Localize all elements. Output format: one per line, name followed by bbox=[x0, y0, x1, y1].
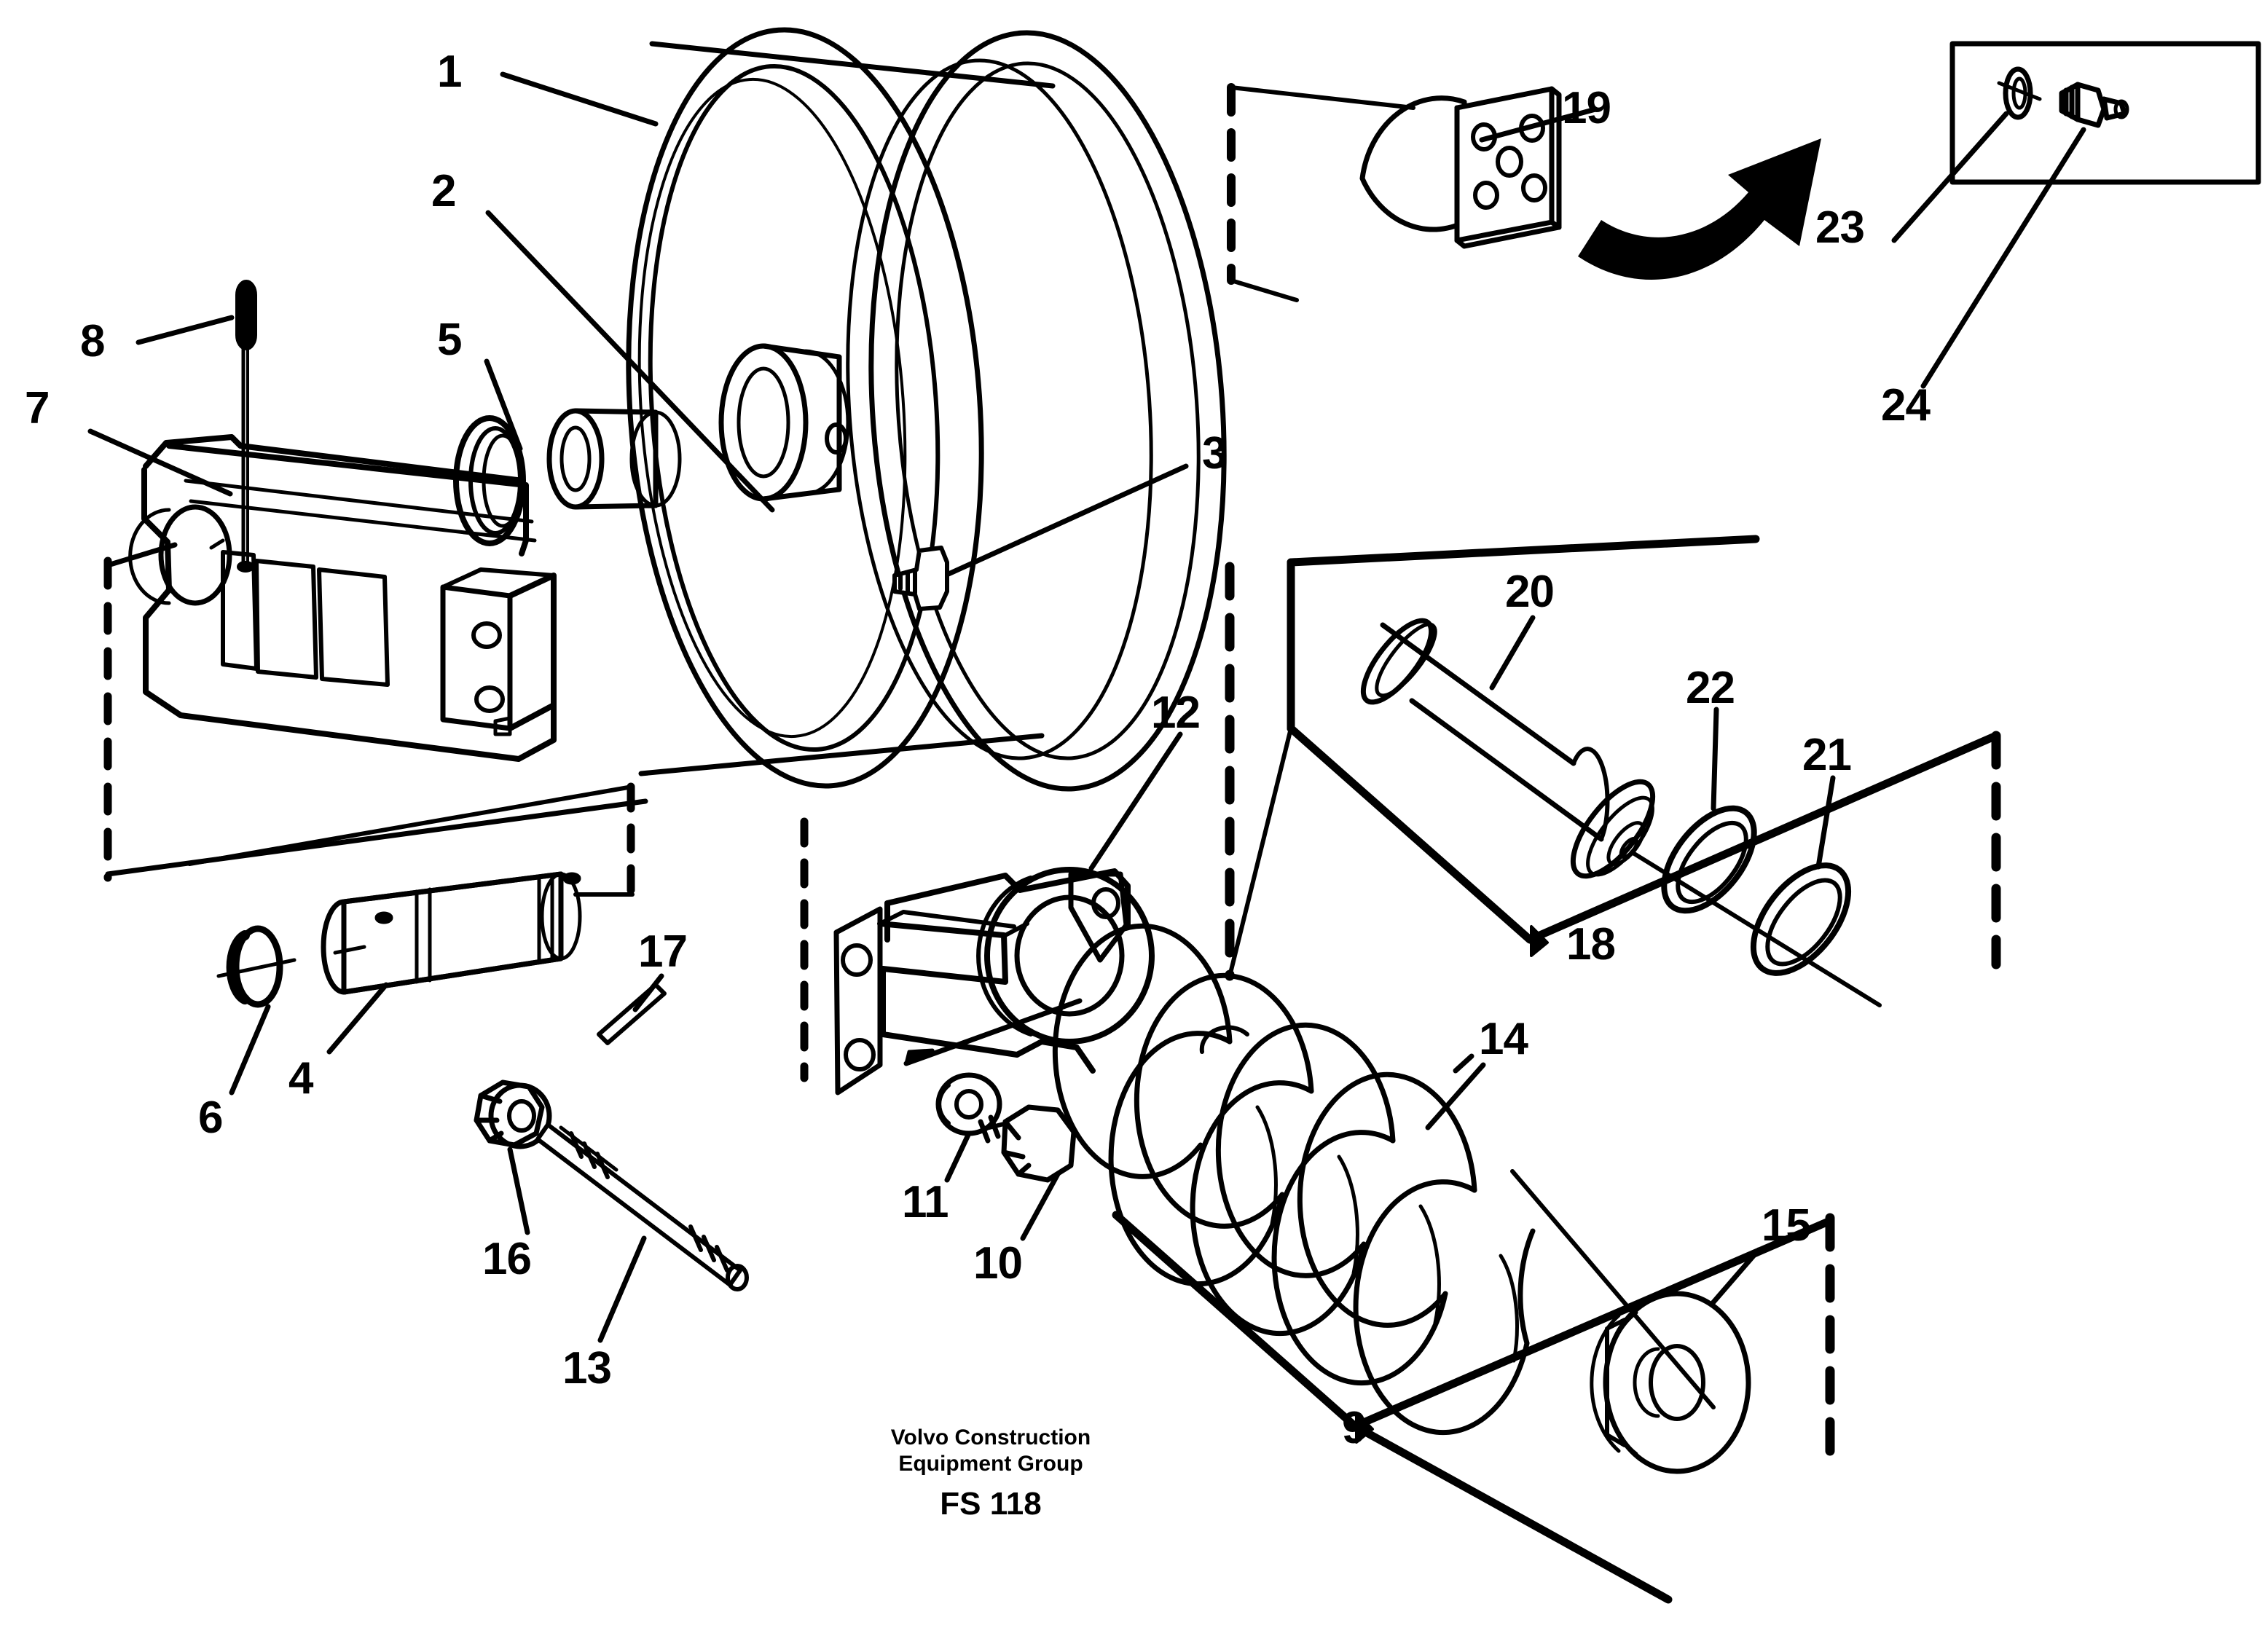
callout-20: 20 bbox=[1505, 567, 1555, 617]
callout-1: 1 bbox=[437, 47, 462, 97]
bearing-sleeve bbox=[546, 408, 682, 510]
track-guide-bracket bbox=[128, 434, 557, 762]
group-box-cyl-mount-solid bbox=[1229, 85, 1415, 302]
callout-19: 19 bbox=[1562, 83, 1611, 133]
o-ring-outer bbox=[1750, 862, 1852, 976]
idler-wheel-front-dish bbox=[637, 63, 940, 752]
group-box-shaft-solid bbox=[187, 784, 635, 897]
callout-13: 13 bbox=[562, 1343, 612, 1393]
grease-nipple-washer bbox=[1997, 66, 2042, 120]
recoil-spring bbox=[1052, 923, 1536, 1436]
callout-5: 5 bbox=[437, 315, 462, 365]
o-ring-inner bbox=[1661, 805, 1757, 914]
roll-pin bbox=[597, 983, 667, 1045]
callout-6: 6 bbox=[198, 1093, 223, 1143]
callout-11: 11 bbox=[902, 1177, 949, 1227]
hex-bolt bbox=[978, 1104, 1077, 1183]
cotter-pin bbox=[235, 280, 257, 573]
yoke-bracket bbox=[833, 867, 1155, 1096]
callout-4: 4 bbox=[288, 1053, 313, 1104]
callout-22: 22 bbox=[1686, 663, 1735, 713]
leader-lines bbox=[87, 71, 2086, 1343]
callout-7: 7 bbox=[25, 383, 50, 433]
callout-15: 15 bbox=[1762, 1200, 1811, 1251]
spring-axis-line bbox=[1510, 1169, 1716, 1409]
retaining-ring bbox=[216, 925, 297, 1008]
tension-cylinder bbox=[1360, 618, 1656, 879]
callout-23: 23 bbox=[1815, 202, 1865, 253]
footer-company-line1: Volvo Construction bbox=[890, 1425, 1091, 1450]
footer-company-line2: Equipment Group bbox=[898, 1452, 1083, 1476]
callout-17: 17 bbox=[638, 927, 688, 977]
idler-shaft bbox=[321, 871, 582, 995]
callout-14: 14 bbox=[1479, 1014, 1528, 1064]
callout-12: 12 bbox=[1151, 688, 1201, 738]
bolt-axis-line bbox=[903, 998, 1083, 1066]
hex-nut bbox=[474, 1079, 552, 1149]
group-box-cyl-dashed bbox=[1225, 562, 2001, 981]
callout-9: 9 bbox=[1342, 1403, 1367, 1453]
hub-grease-hole bbox=[825, 422, 848, 455]
callout-16: 16 bbox=[482, 1234, 532, 1284]
group18-notch bbox=[1530, 925, 1549, 957]
callout-24: 24 bbox=[1881, 380, 1931, 430]
transfer-arrow bbox=[1578, 138, 1821, 280]
callout-21: 21 bbox=[1802, 730, 1852, 780]
callout-10: 10 bbox=[973, 1238, 1023, 1289]
callout-2: 2 bbox=[431, 166, 456, 216]
adjuster-rod bbox=[535, 1122, 749, 1291]
callout-8: 8 bbox=[80, 316, 105, 366]
spring-seat-cap bbox=[1590, 1291, 1751, 1474]
group9-notch bbox=[1355, 1412, 1374, 1444]
hub-bolt-item3 bbox=[892, 546, 949, 611]
spring-leader-stub bbox=[1453, 1053, 1474, 1074]
grease-nipple bbox=[2059, 82, 2129, 128]
callout-18: 18 bbox=[1566, 919, 1616, 969]
footer-code: FS 118 bbox=[940, 1486, 1042, 1522]
callout-3: 3 bbox=[1202, 428, 1227, 479]
idler-wheel-body bbox=[626, 27, 1227, 792]
